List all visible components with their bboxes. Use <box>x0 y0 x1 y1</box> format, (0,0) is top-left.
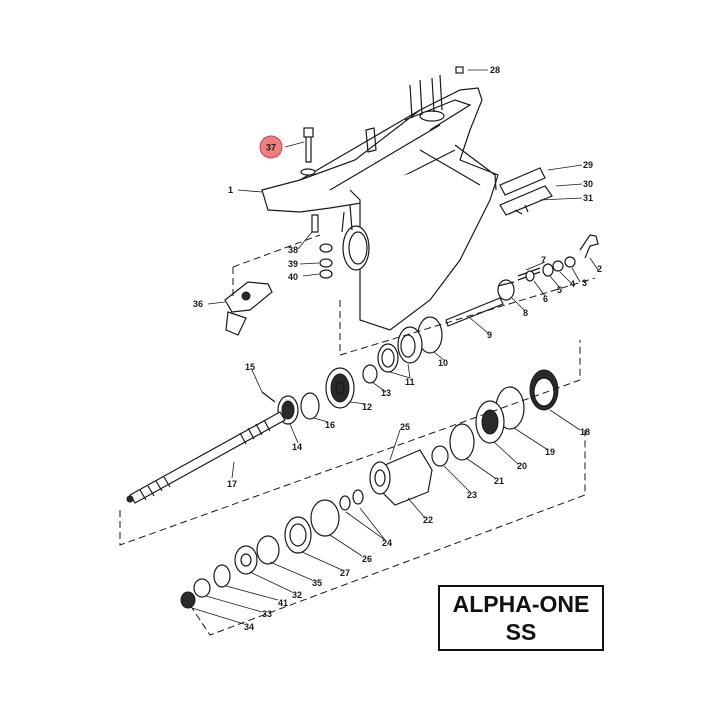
bolt-37[interactable] <box>300 127 316 176</box>
callout-32[interactable]: 32 <box>292 590 302 600</box>
callout-5[interactable]: 5 <box>557 285 562 295</box>
callout-14[interactable]: 14 <box>292 442 302 452</box>
anode-36[interactable] <box>224 281 273 336</box>
callout-17[interactable]: 17 <box>227 479 237 489</box>
callout-39[interactable]: 39 <box>288 259 298 269</box>
callout-6[interactable]: 6 <box>543 294 548 304</box>
screw-28[interactable] <box>455 66 464 74</box>
callout-4[interactable]: 4 <box>570 279 575 289</box>
callout-13[interactable]: 13 <box>381 388 391 398</box>
leader-lines <box>191 69 599 625</box>
callout-26[interactable]: 26 <box>362 554 372 564</box>
model-title-line1: ALPHA-ONE <box>452 591 590 617</box>
callout-7[interactable]: 7 <box>541 255 546 265</box>
callout-36[interactable]: 36 <box>193 299 203 309</box>
callout-20[interactable]: 20 <box>517 461 527 471</box>
callout-16[interactable]: 16 <box>325 420 335 430</box>
callout-28[interactable]: 28 <box>490 65 500 75</box>
callout-23[interactable]: 23 <box>467 490 477 500</box>
callout-11[interactable]: 11 <box>405 377 415 387</box>
washers-26-35[interactable] <box>180 499 340 609</box>
propeller-shaft-17[interactable] <box>126 411 286 504</box>
plates-29-31[interactable] <box>499 167 553 216</box>
callout-25[interactable]: 25 <box>400 422 410 432</box>
callout-21[interactable]: 21 <box>494 476 504 486</box>
hardware-38-40[interactable] <box>311 214 333 279</box>
callout-10[interactable]: 10 <box>438 358 448 368</box>
boundary-upper <box>232 234 596 356</box>
callout-2[interactable]: 2 <box>597 264 602 274</box>
callout-1[interactable]: 1 <box>228 185 233 195</box>
callout-9[interactable]: 9 <box>487 330 492 340</box>
gear-18-bearings-19-21[interactable] <box>431 369 559 467</box>
gear-housing[interactable] <box>261 74 499 331</box>
callout-27[interactable]: 27 <box>340 568 350 578</box>
callout-3[interactable]: 3 <box>582 278 587 288</box>
callout-24[interactable]: 24 <box>382 538 392 548</box>
callout-22[interactable]: 22 <box>423 515 433 525</box>
model-title-line2: SS <box>505 619 537 645</box>
callout-8[interactable]: 8 <box>523 308 528 318</box>
callout-19[interactable]: 19 <box>545 447 555 457</box>
callout-35[interactable]: 35 <box>312 578 322 588</box>
callout-12[interactable]: 12 <box>362 402 372 412</box>
callout-38[interactable]: 38 <box>288 245 298 255</box>
callout-15[interactable]: 15 <box>245 362 255 372</box>
highlight-marker-37[interactable] <box>259 135 283 159</box>
callout-41[interactable]: 41 <box>278 598 288 608</box>
carrier-22[interactable] <box>339 449 433 511</box>
callout-31[interactable]: 31 <box>583 193 593 203</box>
shift-parts-2-8[interactable] <box>497 234 599 301</box>
callout-30[interactable]: 30 <box>583 179 593 189</box>
callout-29[interactable]: 29 <box>583 160 593 170</box>
callout-40[interactable]: 40 <box>288 272 298 282</box>
callout-34[interactable]: 34 <box>244 622 254 632</box>
model-title-box: ALPHA-ONE SS <box>438 585 604 651</box>
callout-37[interactable]: 37 <box>266 143 276 153</box>
callout-18[interactable]: 18 <box>580 427 590 437</box>
boundary-lower <box>119 340 586 636</box>
callout-labels: 1 2 3 4 5 6 7 8 9 10 11 12 13 14 15 16 1… <box>193 65 602 632</box>
callout-33[interactable]: 33 <box>262 609 272 619</box>
